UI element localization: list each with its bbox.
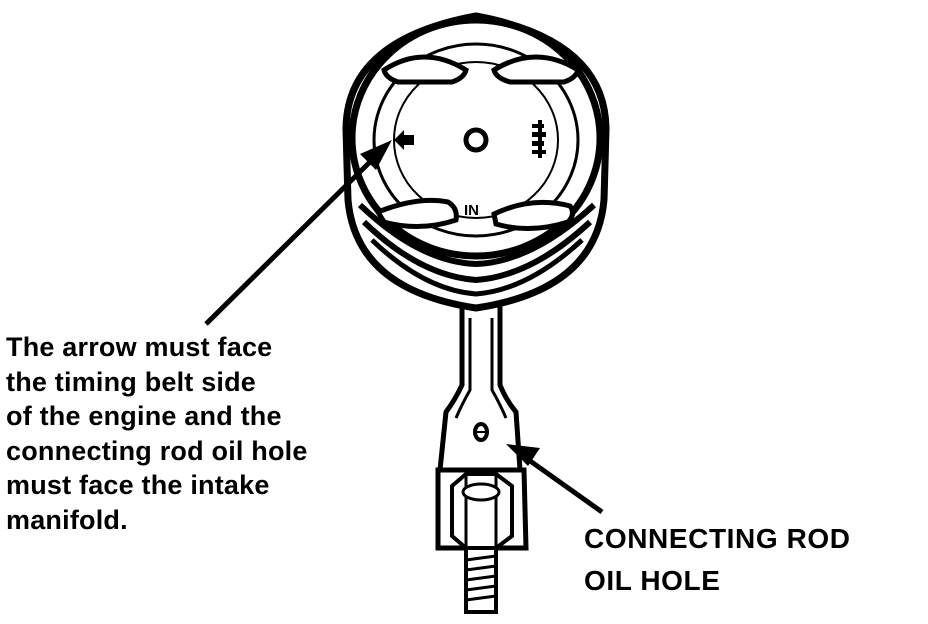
ring-groove-2 xyxy=(361,219,593,284)
ring-groove-1 xyxy=(357,202,597,268)
oil-hole-label: CONNECTING ROD OIL HOLE xyxy=(584,518,924,602)
instruction-line: the timing belt side xyxy=(6,366,257,397)
rod-beam-inner-right xyxy=(490,318,508,419)
ring-groove-3 xyxy=(370,238,584,297)
valve-relief-bottom-left xyxy=(374,197,459,230)
arrowhead-icon xyxy=(506,444,540,466)
arrowhead-icon xyxy=(360,140,392,170)
intake-mark: IN xyxy=(464,202,479,219)
instruction-line: manifold. xyxy=(6,504,128,535)
oil-hole-label-line: CONNECTING ROD xyxy=(584,523,851,554)
valve-relief-bottom-right xyxy=(491,199,576,232)
oil-hole-label-line: OIL HOLE xyxy=(584,565,721,596)
instruction-line: must face the intake xyxy=(6,470,270,500)
crown-center-hole xyxy=(463,127,489,153)
leader-arrow-oil-hole xyxy=(506,444,604,515)
crown-arrow-icon xyxy=(394,130,414,150)
instruction-line: of the engine and the xyxy=(6,401,282,431)
instruction-line: The arrow must face xyxy=(6,332,273,362)
rod-beam-inner-left xyxy=(454,318,472,419)
instruction-note: The arrow must face the timing belt side… xyxy=(6,330,366,537)
piston xyxy=(342,12,610,312)
crown-inner-ring xyxy=(372,42,580,238)
instruction-line: connecting rod oil hole xyxy=(6,435,308,466)
leader-arrow-crown xyxy=(204,140,392,326)
crown-number-mark xyxy=(532,120,546,158)
valve-relief-top-left xyxy=(381,54,469,85)
valve-relief-top-right xyxy=(491,54,581,85)
connecting-rod xyxy=(435,297,529,614)
